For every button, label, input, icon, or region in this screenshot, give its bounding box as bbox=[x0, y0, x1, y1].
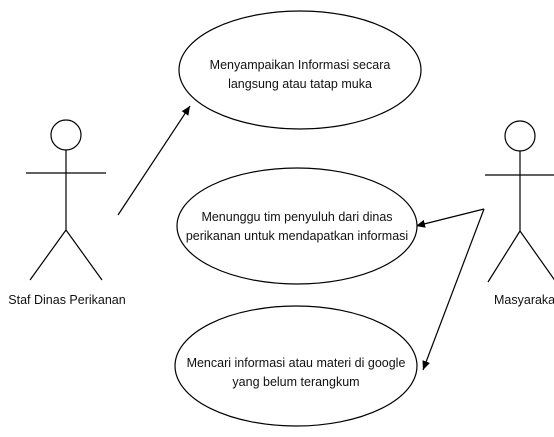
actor-staff-right-leg bbox=[65, 229, 103, 281]
actor-staff-left-leg bbox=[29, 229, 67, 281]
use-case-2-ellipse bbox=[176, 167, 418, 285]
association-community-to-uc3 bbox=[422, 208, 485, 371]
actor-community-left-leg bbox=[487, 230, 521, 283]
actor-community-right-leg bbox=[519, 230, 554, 281]
use-case-1-line-1: Menyampaikan Informasi secara bbox=[210, 58, 391, 72]
association-staff-to-uc1 bbox=[117, 105, 191, 216]
actor-staff-head bbox=[50, 119, 82, 151]
use-case-1-ellipse bbox=[178, 10, 422, 130]
actor-staff: Staf Dinas Perikanan bbox=[8, 119, 126, 307]
actor-community-label: Masyarakat bbox=[494, 293, 554, 307]
use-case-1-line-2: langsung atau tatap muka bbox=[228, 77, 372, 91]
actor-community-head bbox=[504, 120, 536, 152]
actor-staff-label: Staf Dinas Perikanan bbox=[8, 293, 125, 307]
use-case-3-ellipse bbox=[174, 305, 418, 427]
use-case-3-line-1: Mencari informasi atau materi di google bbox=[187, 356, 406, 370]
use-case-2: Menunggu tim penyuluh dari dinas perikan… bbox=[176, 167, 418, 285]
use-case-3: Mencari informasi atau materi di google … bbox=[174, 305, 418, 427]
use-case-1: Menyampaikan Informasi secara langsung a… bbox=[178, 10, 422, 130]
association-community-to-uc2 bbox=[415, 208, 485, 228]
actor-community: Masyarakat bbox=[485, 120, 554, 307]
use-case-2-line-1: Menunggu tim penyuluh dari dinas bbox=[201, 210, 392, 224]
use-case-2-line-2: perikanan untuk mendapatkan informasi bbox=[186, 229, 408, 243]
use-case-3-line-2: yang belum terangkum bbox=[232, 375, 359, 389]
